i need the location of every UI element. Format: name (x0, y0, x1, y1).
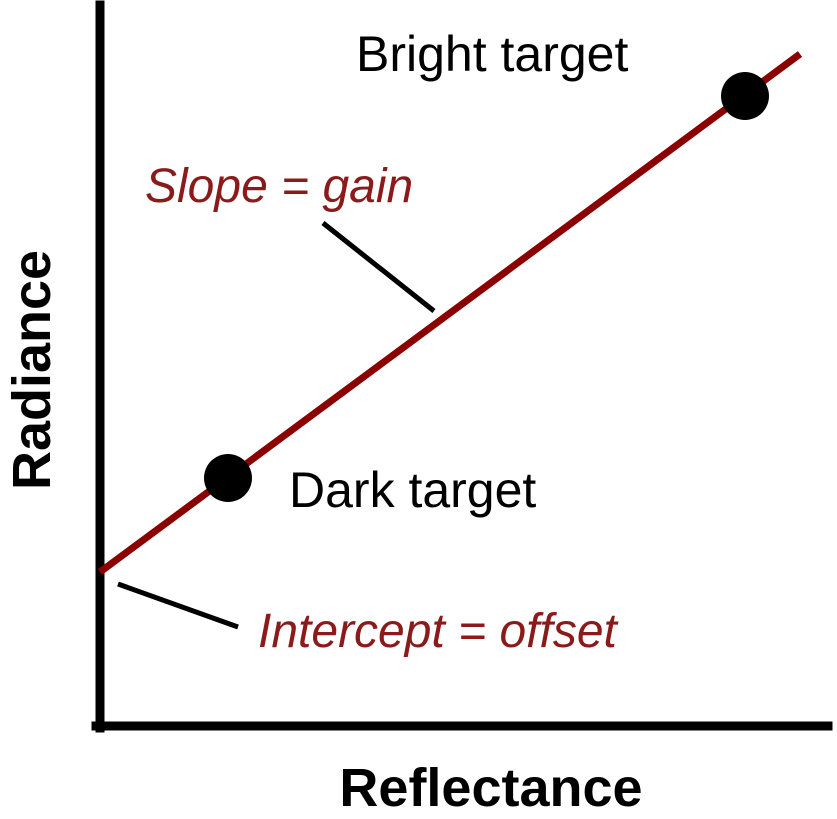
dark-target-point (204, 454, 252, 502)
intercept-leader-line (117, 581, 239, 630)
dark-target-label: Dark target (289, 462, 536, 518)
slope-annotation: Slope = gain (145, 160, 413, 213)
bright-target-point (721, 72, 769, 120)
x-axis-title: Reflectance (339, 758, 642, 818)
slope-leader-line (321, 221, 436, 313)
y-axis-title: Radiance (2, 250, 62, 490)
bright-target-label: Bright target (356, 26, 628, 82)
intercept-annotation: Intercept = offset (258, 605, 619, 658)
